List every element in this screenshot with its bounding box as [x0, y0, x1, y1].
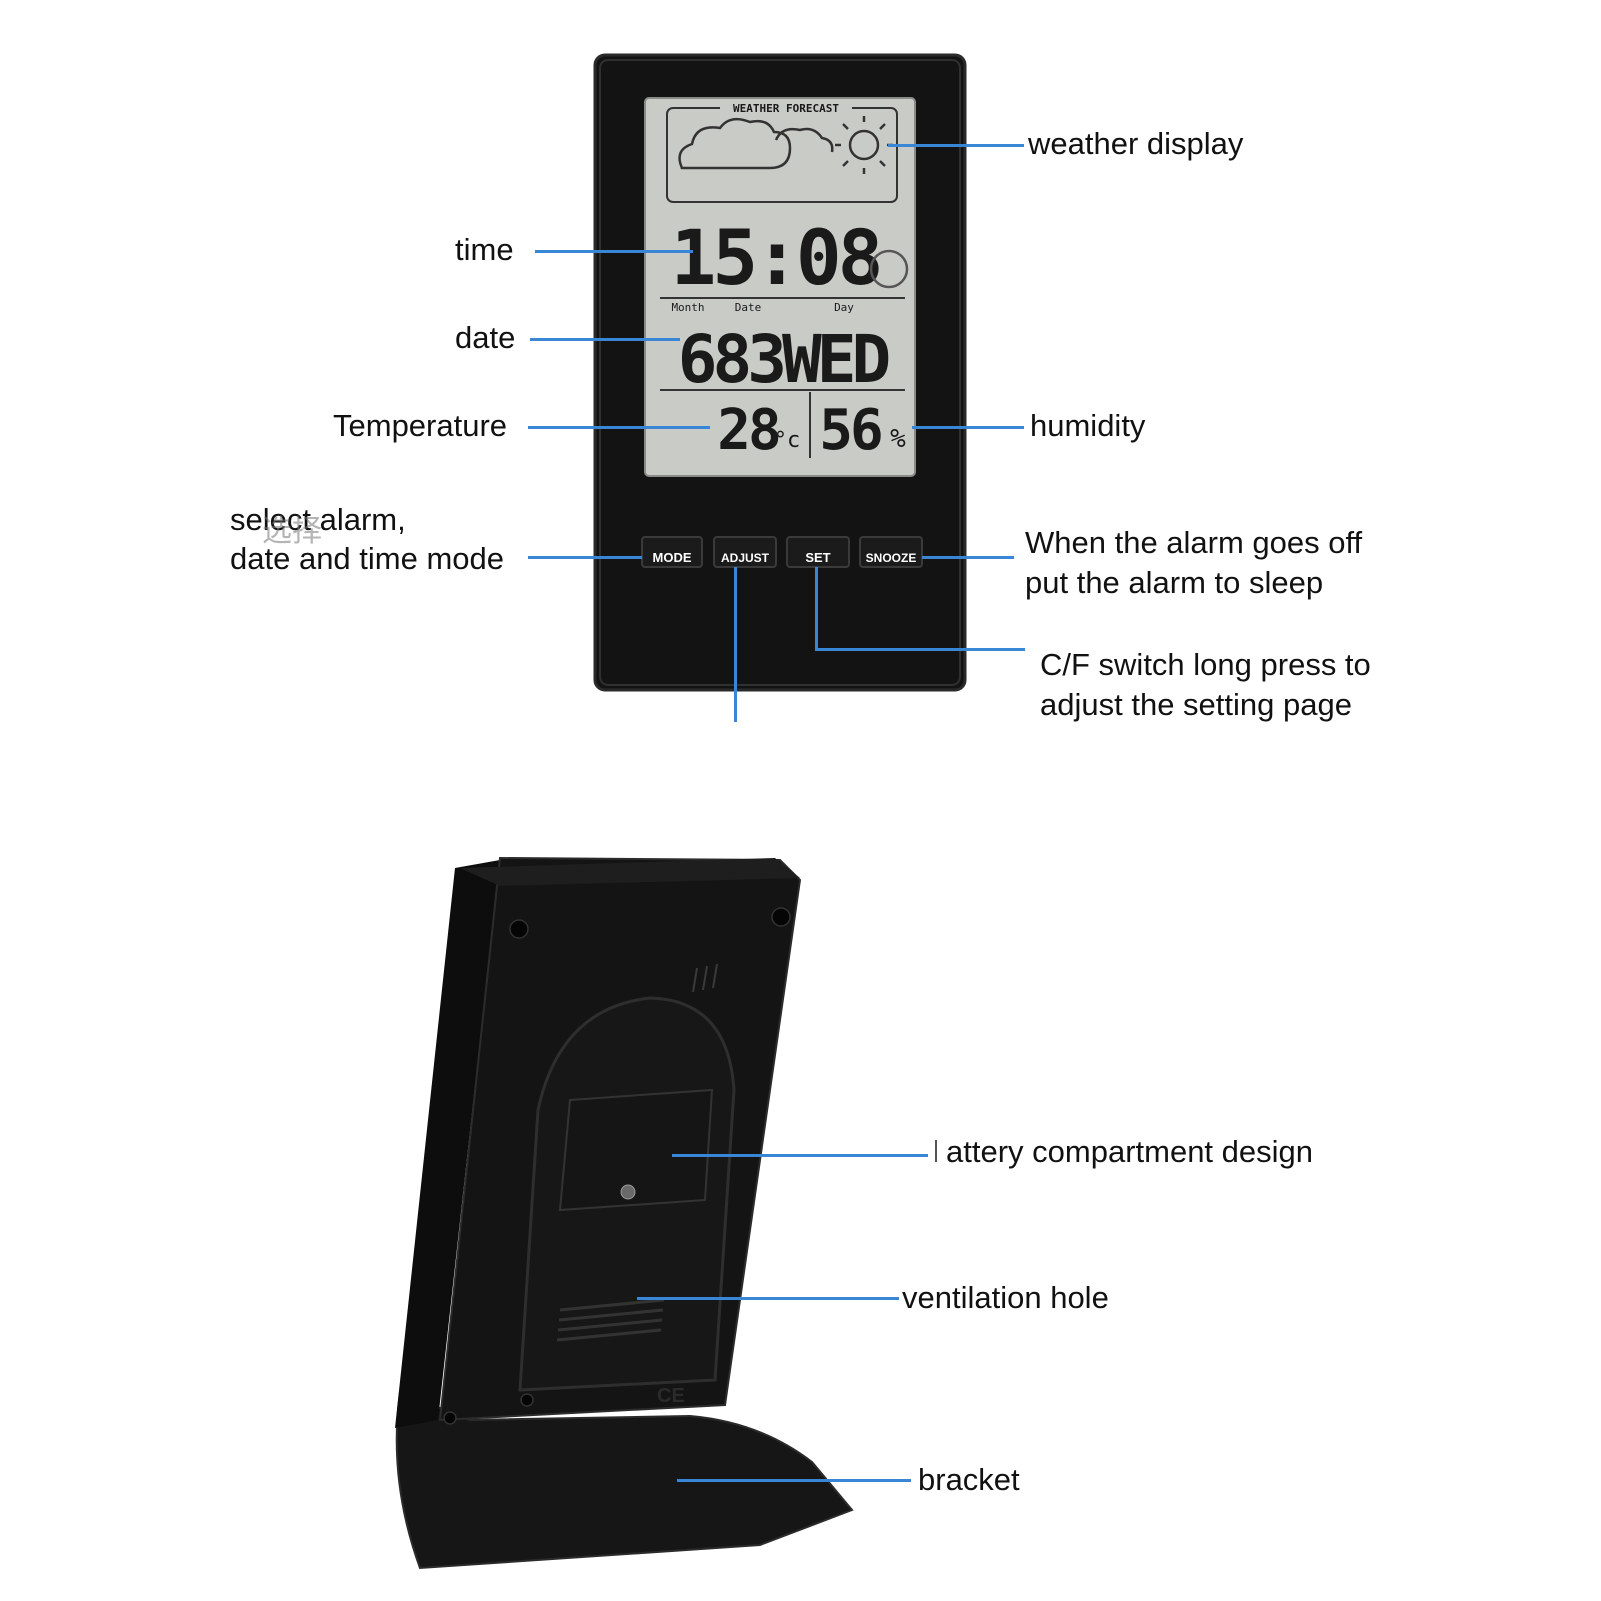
leader-mode [528, 556, 642, 559]
leader-set-v [815, 567, 818, 650]
alarm-indicator-icon [869, 249, 909, 289]
svg-text:SNOOZE: SNOOZE [866, 551, 917, 565]
label-ventilation: ventilation hole [902, 1280, 1109, 1315]
label-weather-display: weather display [1028, 126, 1244, 161]
lcd-temp-unit: °c [774, 428, 801, 453]
label-snooze-line2: put the alarm to sleep [1025, 565, 1324, 600]
leader-time [535, 250, 693, 253]
lcd-humidity-unit: % [890, 424, 906, 454]
lcd-forecast-header: WEATHER FORECAST [733, 102, 839, 115]
label-mode-overlay: 选择 [262, 514, 322, 549]
label-time: time [455, 232, 514, 267]
leader-snooze [922, 556, 1014, 559]
leader-temperature [528, 426, 710, 429]
svg-text:ADJUST: ADJUST [721, 551, 770, 565]
adjust-button[interactable]: ADJUST [713, 536, 777, 568]
mode-button[interactable]: MODE [641, 536, 703, 568]
lcd-time: 15:08 [671, 213, 880, 302]
leader-bracket [677, 1479, 911, 1482]
lcd-screen [644, 97, 916, 477]
cloud-icon [678, 117, 834, 170]
leader-ventilation [637, 1297, 899, 1300]
label-mode-line1: select alarm, [230, 502, 406, 537]
leader-weather [888, 144, 1024, 147]
leader-battery [672, 1154, 928, 1157]
lcd-temperature: 28 [717, 398, 779, 463]
battery-label-cursor [935, 1140, 937, 1162]
label-set-line1: C/F switch long press to [1040, 647, 1371, 682]
leader-adjust [734, 567, 737, 722]
label-snooze-line1: When the alarm goes off [1025, 525, 1363, 560]
leader-humidity [912, 426, 1024, 429]
lcd-day-label: Day [834, 301, 854, 314]
label-date: date [455, 320, 516, 355]
set-button[interactable]: SET [786, 536, 850, 568]
leader-date [530, 338, 680, 341]
lcd-date-label: Date [735, 301, 762, 314]
lcd-month-label: Month [671, 301, 704, 314]
label-humidity: humidity [1030, 408, 1146, 443]
snooze-button[interactable]: SNOOZE [859, 536, 923, 568]
svg-text:MODE: MODE [653, 550, 692, 565]
leader-set-h [815, 648, 1025, 651]
back-device: CE [395, 856, 854, 1570]
bracket-base [395, 1390, 854, 1570]
lcd-date-readout: 683WED [678, 321, 889, 398]
battery-cover [558, 1088, 714, 1212]
label-bracket: bracket [918, 1462, 1020, 1497]
label-battery: attery compartment design [946, 1134, 1314, 1169]
label-temperature: Temperature [333, 408, 508, 443]
lcd-humidity: 56 [819, 398, 881, 463]
ce-mark-icon: CE [657, 1385, 685, 1407]
label-mode-line2: date and time mode [230, 541, 505, 576]
svg-text:SET: SET [805, 550, 830, 565]
label-set-line2: adjust the setting page [1040, 687, 1352, 722]
